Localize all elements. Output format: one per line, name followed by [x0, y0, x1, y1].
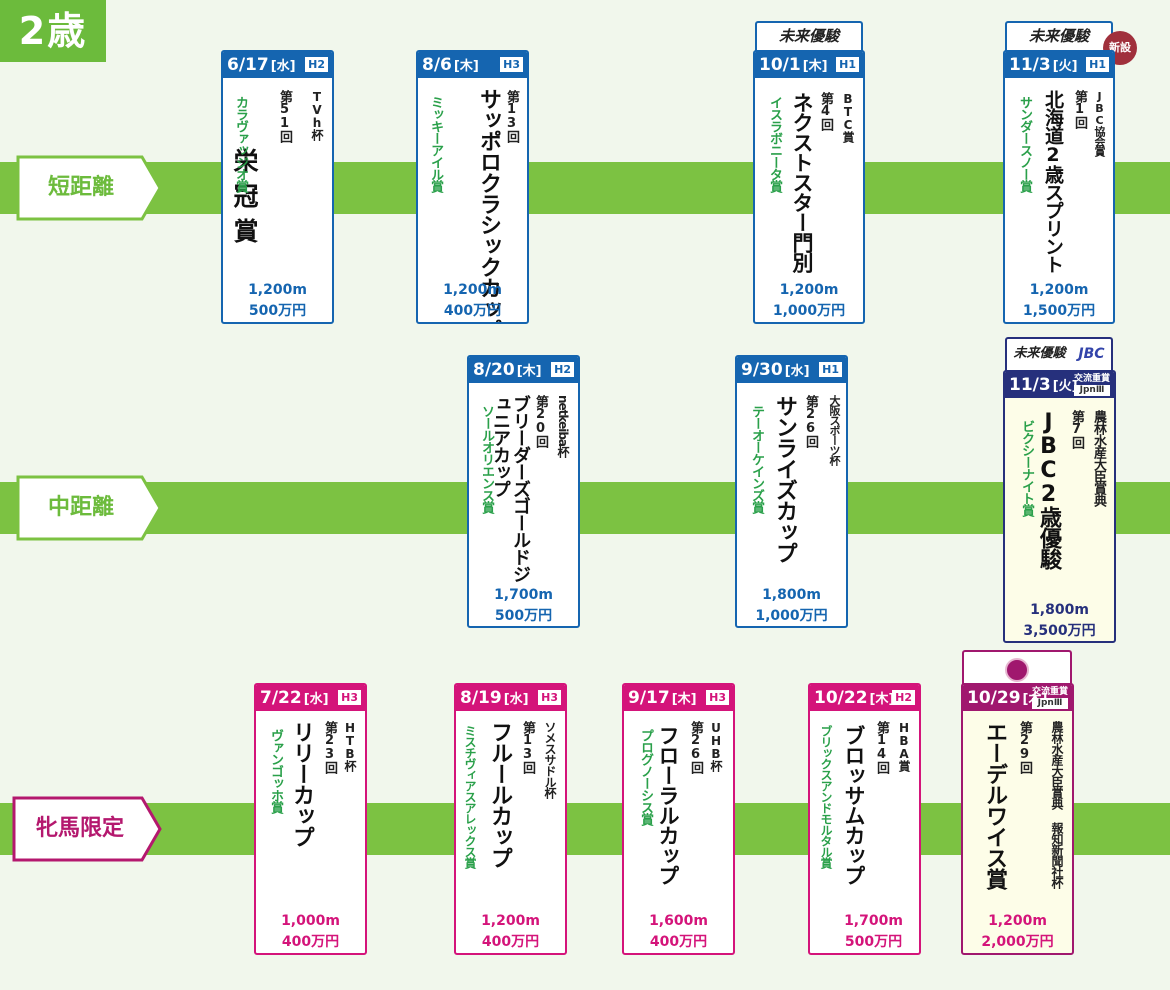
race-prize: 500万円 — [844, 934, 903, 950]
race-name: ブロッサムカップ — [842, 725, 866, 885]
race-prize: 500万円 — [248, 303, 307, 319]
race-edition: 第29回 — [1017, 721, 1032, 773]
race-prize: 400万円 — [649, 934, 708, 950]
race-sponsor: UHB杯 — [709, 721, 723, 771]
race-award: ソールオリエンス賞 — [479, 405, 494, 513]
race-distance: 1,800m — [1030, 602, 1089, 618]
race-card[interactable]: 7/22[水]H3 HTB杯 第23回 リリーカップ ヴァンゴッホ賞 1,000… — [254, 683, 367, 955]
race-distance: 1,200m — [779, 282, 839, 298]
race-prize: 1,000万円 — [755, 608, 828, 624]
gi-logo-box — [962, 650, 1072, 685]
age-label: 2歳 — [0, 0, 106, 62]
race-distance: 1,600m — [649, 913, 708, 929]
race-award: プログノーシス賞 — [638, 729, 653, 825]
race-award: ビクシーナイト賞 — [1019, 420, 1034, 516]
race-edition: 第26回 — [803, 395, 818, 447]
race-edition: 第1回 — [1072, 90, 1087, 128]
race-edition: 第4回 — [818, 92, 833, 130]
race-card[interactable]: 9/17[木]H3 UHB杯 第26回 フローラルカップ プログノーシス賞 1,… — [622, 683, 735, 955]
race-edition: 第20回 — [533, 395, 548, 447]
race-prize: 500万円 — [494, 608, 553, 624]
race-prize: 2,000万円 — [981, 934, 1054, 950]
race-edition: 第26回 — [688, 721, 703, 773]
race-award: ミッキーアイル賞 — [428, 96, 443, 192]
race-sponsor: netkeiba杯 — [556, 395, 570, 458]
race-edition: 第13回 — [504, 90, 519, 142]
race-card[interactable]: 8/20[木]H2 netkeiba杯 第20回 ブリーダーズゴールドジュニアカ… — [467, 355, 580, 628]
race-prize: 1,000万円 — [772, 303, 846, 319]
race-edition: 第13回 — [520, 721, 535, 773]
race-name: フルールカップ — [487, 721, 512, 868]
race-award: サンダースノー賞 — [1017, 96, 1032, 192]
race-name: サッポロクラシックカップ — [476, 88, 501, 324]
race-name: 北海道2歳スプリント — [1042, 90, 1064, 273]
race-card[interactable]: 10/22[木]H2 HBA賞 第14回 ブロッサムカップ ブリックスアンドモル… — [808, 683, 921, 955]
race-distance: 1,200m — [481, 913, 540, 929]
race-sponsor: 農林水産大臣賞典 報知新聞社杯 — [1050, 721, 1064, 888]
mirai-jbc-badge: 未来優駿 JBC — [1005, 337, 1113, 371]
race-sponsor: ソメスサドル杯 — [543, 721, 557, 798]
race-sponsor: 農林水産大臣賞典 — [1091, 410, 1106, 506]
race-card[interactable]: 11/3[火]H1 JBC協会賞 第1回 北海道2歳スプリント サンダースノー賞… — [1003, 50, 1115, 324]
race-edition: 第51回 — [277, 90, 292, 142]
gi-logo-icon — [1005, 658, 1029, 682]
race-sponsor: BTC賞 — [841, 92, 855, 142]
jbc-logo: JBC — [1078, 346, 1105, 362]
race-edition: 第7回 — [1069, 410, 1084, 448]
race-distance: 1,200m — [443, 282, 502, 298]
race-name: ネクストスター門別 — [790, 92, 814, 272]
race-distance: 1,700m — [844, 913, 903, 929]
race-name: サンライズカップ — [772, 395, 797, 563]
race-prize: 1,500万円 — [1022, 303, 1096, 319]
race-name: リリーカップ — [289, 721, 314, 847]
race-name: フローラルカップ — [656, 725, 680, 885]
race-prize: 400万円 — [281, 934, 340, 950]
race-name: エーデルワイス賞 — [982, 721, 1007, 889]
race-card[interactable]: 6/17[水]H2 TVh杯 第51回 栄冠賞 カラヴァッジオ賞 1,200m … — [221, 50, 334, 324]
race-prize: 400万円 — [481, 934, 540, 950]
race-award: イスラボニータ賞 — [767, 96, 782, 192]
race-card[interactable]: 10/1[木]H1 BTC賞 第4回 ネクストスター門別 イスラボニータ賞 1,… — [753, 50, 865, 324]
race-award: ミスチヴィアスアレックス賞 — [463, 725, 477, 868]
race-card[interactable]: 9/30[水]H1 大阪スポーツ杯 第26回 サンライズカップ テーオーケインズ… — [735, 355, 848, 628]
race-name: 栄冠賞 — [230, 148, 259, 253]
race-prize: 3,500万円 — [1023, 623, 1096, 639]
race-sponsor: JBC協会賞 — [1093, 90, 1106, 156]
race-sponsor: HTB杯 — [343, 721, 357, 771]
race-distance: 1,200m — [248, 282, 307, 298]
mirai-badge: 未来優駿 — [755, 21, 863, 51]
mirai-badge: 未来優駿 — [1005, 21, 1113, 51]
race-award: ブリックスアンドモルタル賞 — [819, 725, 833, 868]
race-card[interactable]: 8/6[木]H3 第13回 サッポロクラシックカップ ミッキーアイル賞 1,20… — [416, 50, 529, 324]
race-card[interactable]: 8/19[水]H3 ソメスサドル杯 第13回 フルールカップ ミスチヴィアスアレ… — [454, 683, 567, 955]
race-name: ブリーダーズゴールドジュニアカップ — [490, 395, 531, 582]
race-distance: 1,200m — [1029, 282, 1089, 298]
race-edition: 第23回 — [322, 721, 337, 773]
race-award: ヴァンゴッホ賞 — [268, 729, 283, 813]
race-distance: 1,700m — [494, 587, 553, 603]
middle-distance-band — [0, 482, 1170, 534]
race-distance: 1,000m — [281, 913, 340, 929]
race-name: JBC2歳優駿 — [1036, 410, 1061, 569]
race-edition: 第14回 — [874, 721, 889, 773]
race-award: テーオーケインズ賞 — [749, 405, 764, 513]
short-distance-band — [0, 162, 1170, 214]
race-distance: 1,800m — [762, 587, 821, 603]
race-prize: 400万円 — [443, 303, 502, 319]
race-sponsor: HBA賞 — [897, 721, 911, 771]
race-award: カラヴァッジオ賞 — [233, 96, 248, 192]
race-sponsor: 大阪スポーツ杯 — [828, 395, 841, 465]
race-sponsor: TVh杯 — [310, 90, 324, 140]
race-distance: 1,200m — [988, 913, 1047, 929]
